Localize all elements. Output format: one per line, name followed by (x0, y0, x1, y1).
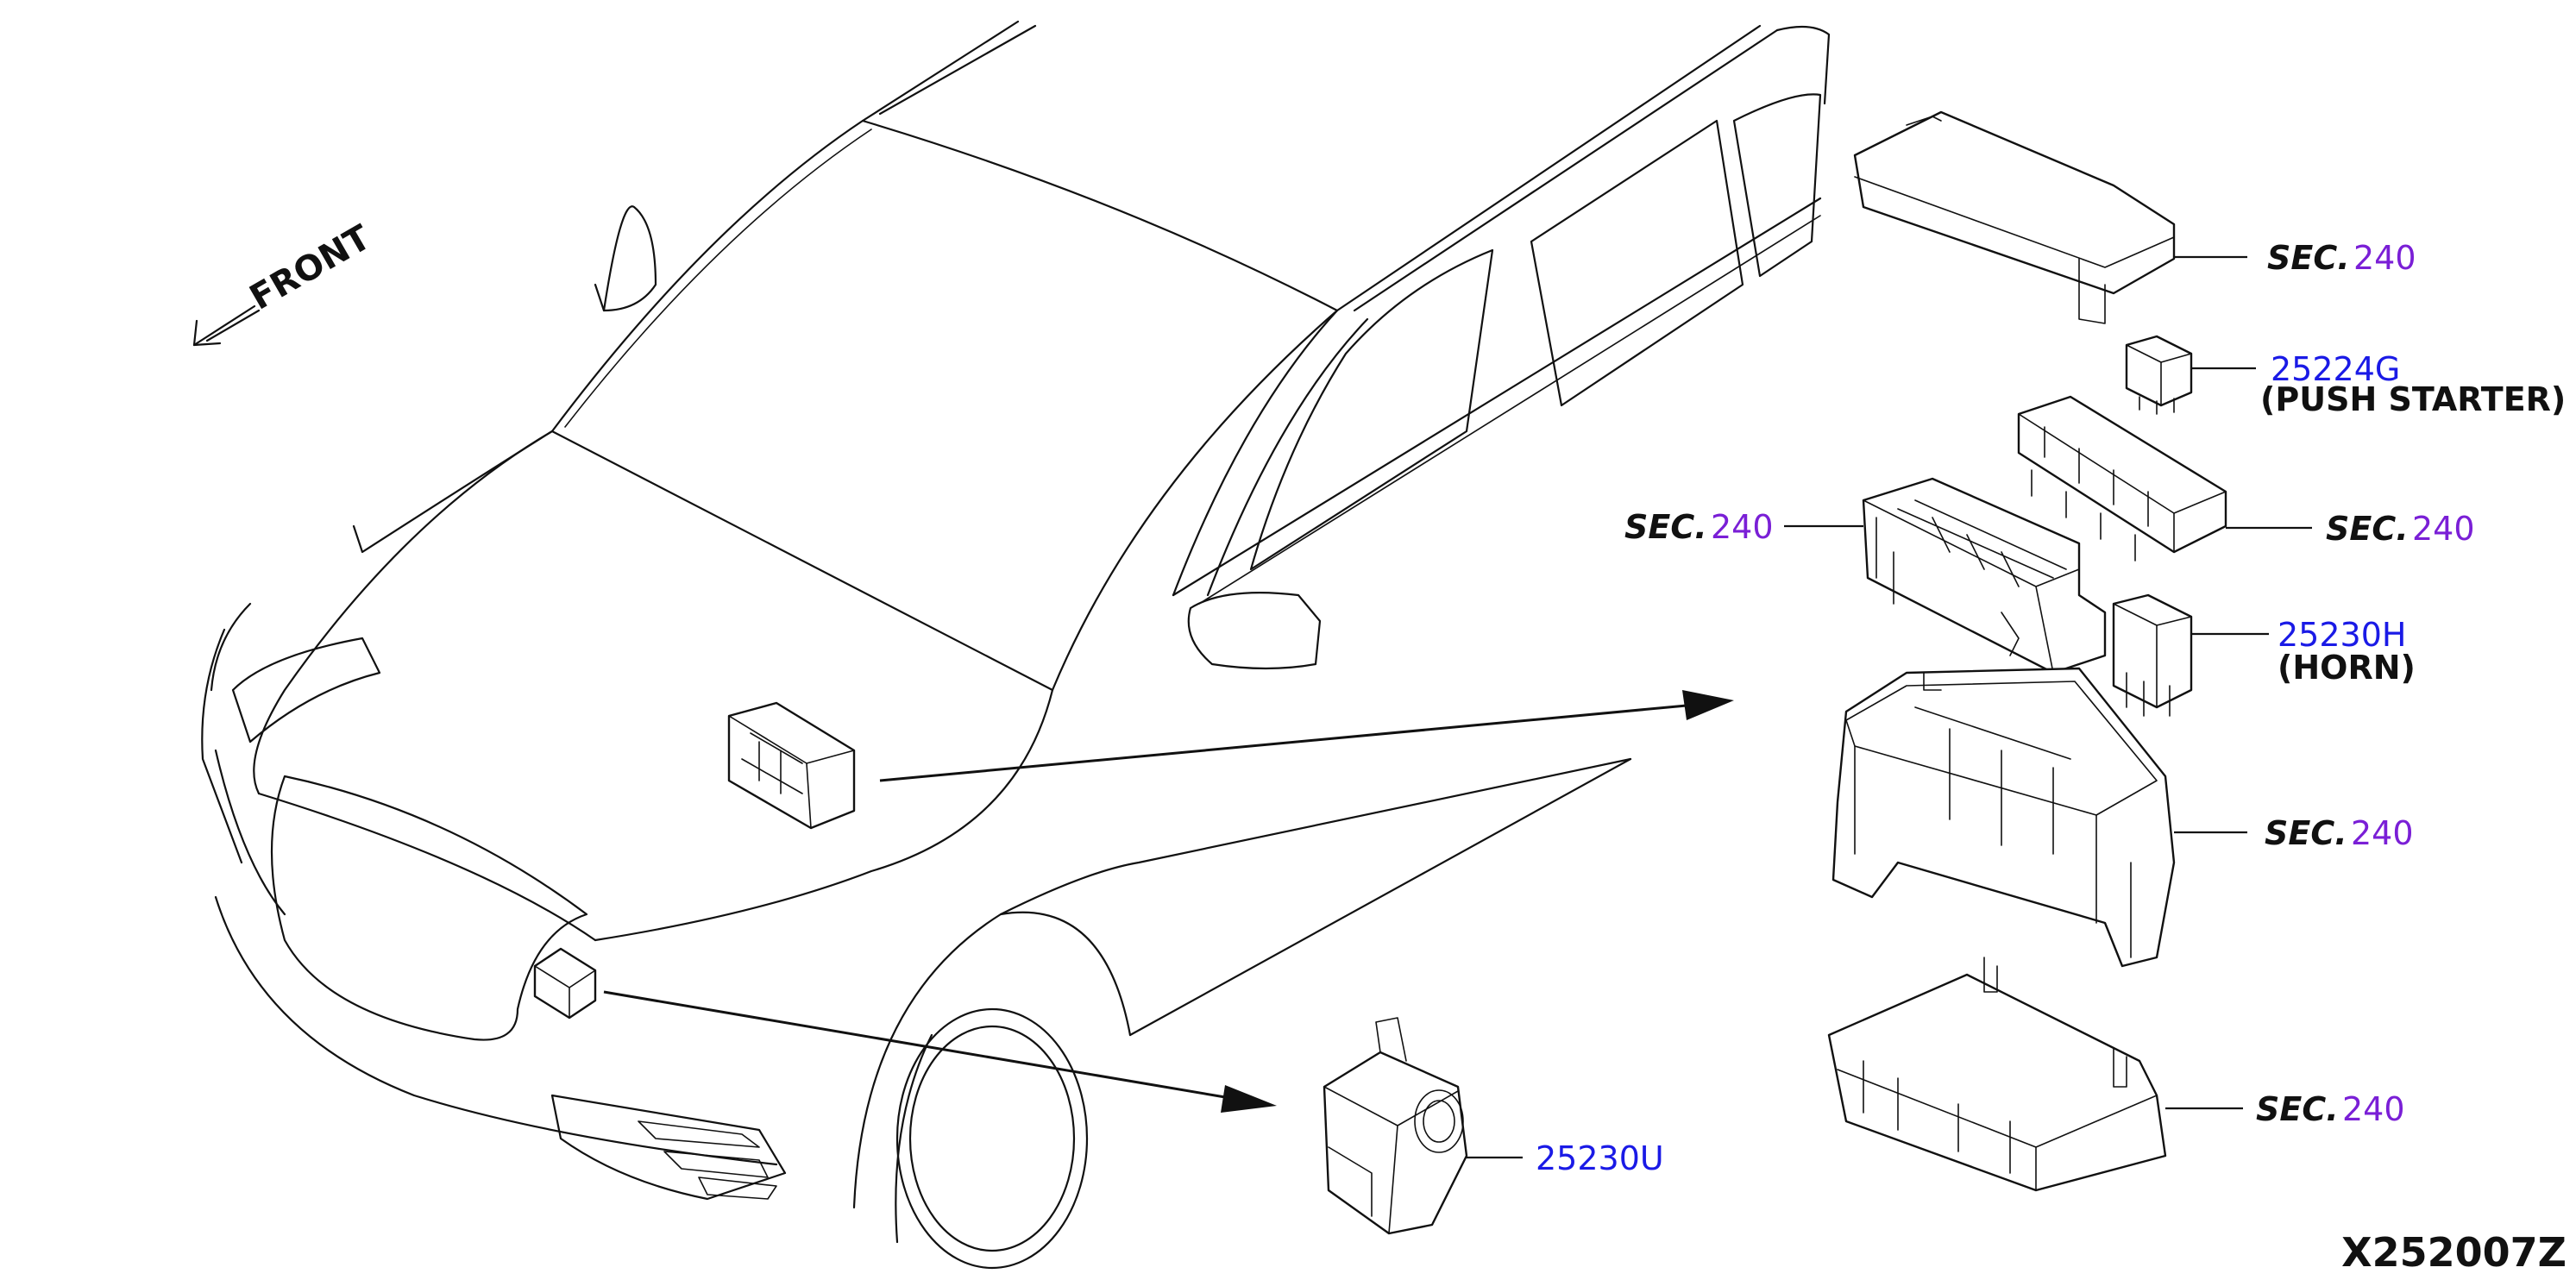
horn-relay-bracket (1323, 1017, 1468, 1235)
fuse-box-lower-cover (1827, 957, 2167, 1192)
leader-arrows (603, 690, 1734, 1113)
sec-label: SEC. (2256, 1090, 2339, 1128)
vehicle-illustration (201, 20, 1831, 1270)
sec-label: SEC. (2265, 814, 2347, 852)
front-orientation-marker: FRONT (192, 217, 378, 347)
sec-number: 240 (1711, 508, 1774, 546)
sec-label: SEC. (1624, 508, 1707, 546)
part-description: (HORN) (2278, 649, 2416, 687)
horn-relay-on-vehicle (533, 947, 597, 1020)
horn-relay (2112, 593, 2193, 717)
callout-part-25224g[interactable]: 25224G (PUSH STARTER) (2191, 350, 2566, 418)
sec-number: 240 (2353, 239, 2416, 277)
relay-block (2017, 395, 2227, 562)
sec-number: 240 (2342, 1090, 2405, 1128)
callout-part-25230h[interactable]: 25230H (HORN) (2191, 616, 2416, 687)
front-label: FRONT (243, 217, 378, 318)
callout-sec-relay-block[interactable]: SEC. 240 (2226, 510, 2475, 548)
arrow-left-down-icon (192, 304, 261, 347)
diagram-code: X252007Z (2341, 1229, 2567, 1276)
part-number: 25230U (1536, 1139, 1664, 1177)
engine-relay-box-small (727, 701, 856, 830)
callout-part-25230u[interactable]: 25230U (1467, 1139, 1664, 1177)
sec-number: 240 (2351, 814, 2414, 852)
callout-sec-fuse-block[interactable]: SEC. 240 (1624, 508, 1863, 546)
sec-label: SEC. (2326, 510, 2409, 548)
fuse-block (1862, 477, 2107, 675)
callout-sec-housing[interactable]: SEC. 240 (2174, 814, 2414, 852)
push-starter-relay (2125, 335, 2193, 415)
fuse-box-housing (1831, 667, 2176, 968)
part-number: 25230H (2278, 616, 2406, 654)
sec-label: SEC. (2267, 239, 2350, 277)
sec-number: 240 (2412, 510, 2475, 548)
part-description: (PUSH STARTER) (2260, 380, 2566, 418)
part-number: 25224G (2271, 350, 2400, 388)
callout-sec-lower-cover[interactable]: SEC. 240 (2165, 1090, 2405, 1128)
fuse-box-cover (1853, 110, 2176, 324)
callout-sec-cover[interactable]: SEC. 240 (2174, 239, 2416, 277)
